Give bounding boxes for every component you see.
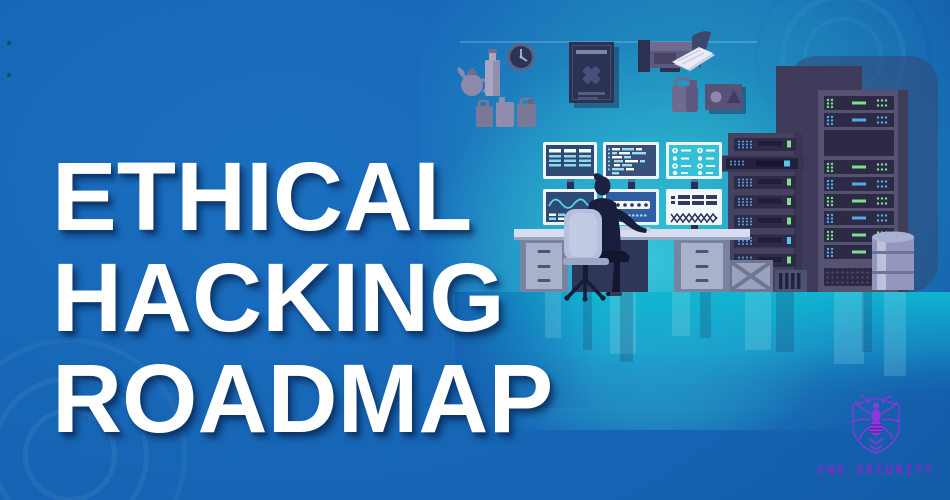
crate — [729, 260, 773, 292]
spider-shield-icon — [852, 395, 900, 454]
bottle — [485, 49, 500, 96]
page-title: ETHICAL HACKING ROADMAP — [52, 146, 553, 449]
wall-poster — [569, 42, 619, 108]
code-screen — [603, 142, 659, 179]
hacker-at-desk — [586, 173, 647, 296]
title-line-3: ROADMAP — [52, 344, 554, 453]
brand-name: CWG SECURITY — [817, 463, 935, 477]
reflective-floor — [455, 292, 950, 408]
circle-triangle-sign — [705, 84, 746, 114]
report-screen — [666, 189, 722, 225]
kanban-screen — [543, 142, 597, 179]
brand-logo: CWG SECURITY — [816, 394, 936, 477]
file-cabinet-right — [674, 240, 730, 292]
barrel — [872, 231, 914, 290]
title-line-2: HACKING — [52, 243, 505, 352]
air-vent — [775, 270, 807, 292]
file-cabinet-left — [520, 240, 568, 292]
canister — [672, 77, 698, 112]
background-dots — [7, 41, 11, 77]
floor-reflections — [545, 292, 906, 376]
paper-stack — [672, 47, 715, 71]
desk-top — [514, 229, 750, 237]
office-chair — [563, 209, 609, 302]
checklist-screen — [666, 142, 722, 179]
jerrycans — [476, 97, 536, 127]
title-line-1: ETHICAL — [52, 142, 473, 251]
wall-clock — [507, 43, 535, 71]
